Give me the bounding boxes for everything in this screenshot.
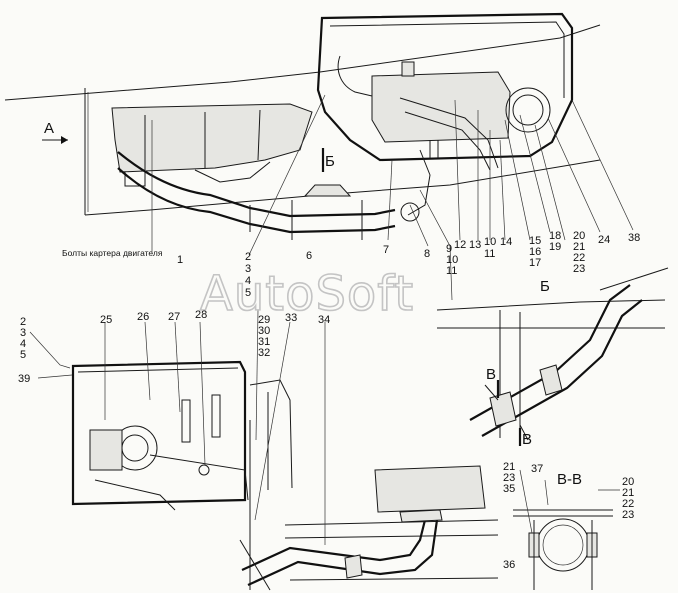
callout-5b: 5 [20, 349, 26, 361]
exhaust-pipe-upper [117, 151, 396, 240]
callout-32: 32 [258, 347, 270, 359]
callout-2b: 2 [20, 316, 26, 328]
engine-oil-pan [111, 103, 313, 187]
callout-18: 18 [549, 230, 561, 242]
caption-bolts: Болты картера двигателя [62, 248, 163, 258]
callout-21: 21 [573, 241, 585, 253]
callout-11: 11 [446, 265, 457, 277]
callout-14: 14 [500, 236, 512, 248]
section-vv-clamp [513, 469, 620, 590]
callout-23c: 23 [622, 509, 634, 521]
callout-13: 13 [469, 239, 481, 251]
leaders-top [151, 94, 634, 301]
section-mark-v [496, 380, 522, 446]
callout-27: 27 [168, 311, 180, 323]
callout-9: 9 [446, 243, 452, 255]
callout-19: 19 [549, 241, 561, 253]
callout-28: 28 [195, 309, 207, 321]
callout-17: 17 [529, 257, 541, 269]
callout-20: 20 [573, 230, 585, 242]
section-label-b: Б [325, 153, 335, 170]
callout-26: 26 [137, 311, 149, 323]
callout-3: 3 [245, 263, 251, 275]
callout-36: 36 [503, 559, 515, 571]
callout-2: 2 [245, 251, 251, 263]
callout-1: 1 [177, 254, 183, 266]
callout-29: 29 [258, 314, 270, 326]
callout-37: 37 [531, 463, 543, 475]
section-v-mark-bottom: В [522, 431, 532, 448]
exhaust-pipe-lower [239, 465, 486, 591]
callout-11b: 11 [484, 248, 495, 260]
callout-8: 8 [424, 248, 430, 260]
callout-3b: 3 [20, 327, 26, 339]
leaders-lower [29, 309, 326, 545]
callout-7: 7 [383, 244, 389, 256]
callout-38: 38 [628, 232, 640, 244]
watermark-text: AutoSoft [200, 266, 414, 322]
callout-10b: 10 [484, 236, 496, 248]
section-v-mark-top: В [486, 366, 496, 383]
callout-39: 39 [18, 373, 30, 385]
callout-31: 31 [258, 336, 270, 348]
callout-25: 25 [100, 314, 112, 326]
callout-15: 15 [529, 235, 541, 247]
callout-6: 6 [306, 250, 312, 262]
view-b-title: Б [540, 278, 550, 295]
callout-4: 4 [245, 275, 251, 287]
frame-rail-lower [249, 379, 499, 590]
callout-4b: 4 [20, 338, 26, 350]
heater-box-lower [71, 360, 249, 511]
callout-22b: 22 [622, 498, 634, 510]
callout-23b: 23 [503, 472, 515, 484]
callout-24: 24 [598, 234, 610, 246]
callout-20b: 20 [622, 476, 634, 488]
callout-5: 5 [245, 287, 251, 299]
callout-16: 16 [529, 246, 541, 258]
callout-12: 12 [454, 239, 466, 251]
callout-34: 34 [318, 314, 330, 326]
callout-30: 30 [258, 325, 270, 337]
heater-cabinet [316, 12, 574, 222]
callout-10: 10 [446, 254, 458, 266]
view-label-a: А [44, 120, 54, 137]
view-b-detail [436, 267, 669, 441]
callout-22: 22 [573, 252, 585, 264]
callout-21c: 21 [622, 487, 634, 499]
section-vv-title: В-В [557, 471, 582, 488]
callout-21b: 21 [503, 461, 515, 473]
callout-35: 35 [503, 483, 515, 495]
callout-33: 33 [285, 312, 297, 324]
view-arrow-a [42, 136, 68, 144]
callout-23: 23 [573, 263, 585, 275]
